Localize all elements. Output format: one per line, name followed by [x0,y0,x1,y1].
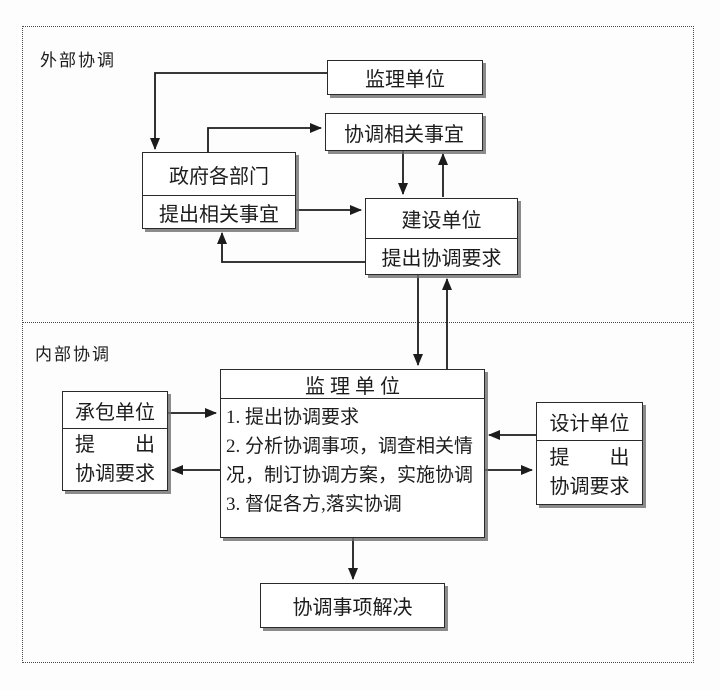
node-title: 协调相关事宜 [344,123,464,146]
arrow-government-to-matters [207,123,322,152]
section-divider-line [22,322,694,323]
arrow-supervision-to-government [150,72,327,150]
node-subtitle: 提 出 协调要求 [537,441,642,504]
node-subtitle: 提出相关事宜 [159,203,279,226]
node-government-departments: 政府各部门 提出相关事宜 [142,152,296,229]
node-internal-supervision-unit: 监 理 单 位 1. 提出协调要求 2. 分析协调事项，调查相关情 况，制订协调… [220,369,485,538]
subtitle-line-2: 协调要求 [75,462,155,485]
task-line-4: 3. 督促各方,落实协调 [226,494,402,515]
node-title: 建设单位 [366,199,517,239]
node-construction-unit: 建设单位 提出协调要求 [365,198,518,275]
node-subtitle: 提出协调要求 [381,248,502,270]
node-title: 承包单位 [63,392,167,429]
supervision-task-list: 1. 提出协调要求 2. 分析协调事项，调查相关情 况，制订协调方案，实施协调 … [221,399,484,519]
subtitle-line-1: 提 出 [549,446,630,469]
node-subtitle: 提 出 协调要求 [63,429,167,490]
node-matters-resolved: 协调事项解决 [260,583,445,628]
subtitle-line-2: 协调要求 [549,475,630,498]
node-coordinate-related-matters: 协调相关事宜 [325,113,483,151]
arrow-construction-to-government [217,232,365,263]
node-design-unit: 设计单位 提 出 协调要求 [536,402,643,505]
node-external-supervision-unit: 监理单位 [327,60,483,95]
node-title: 政府各部门 [143,153,295,196]
external-section-label: 外部协调 [40,51,116,70]
subtitle-line-1: 提 出 [75,433,155,456]
node-title: 设计单位 [537,403,642,441]
task-line-1: 1. 提出协调要求 [226,407,360,428]
node-title: 监理单位 [365,69,445,91]
node-title: 监 理 单 位 [221,370,484,399]
outer-dotted-border [22,26,694,663]
internal-section-label: 内部协调 [35,345,111,364]
node-contractor-unit: 承包单位 提 出 协调要求 [62,391,168,491]
task-line-3: 况，制订协调方案，实施协调 [226,465,474,486]
task-line-2: 2. 分析协调事项，调查相关情 [226,436,474,457]
node-title: 协调事项解决 [292,597,413,619]
